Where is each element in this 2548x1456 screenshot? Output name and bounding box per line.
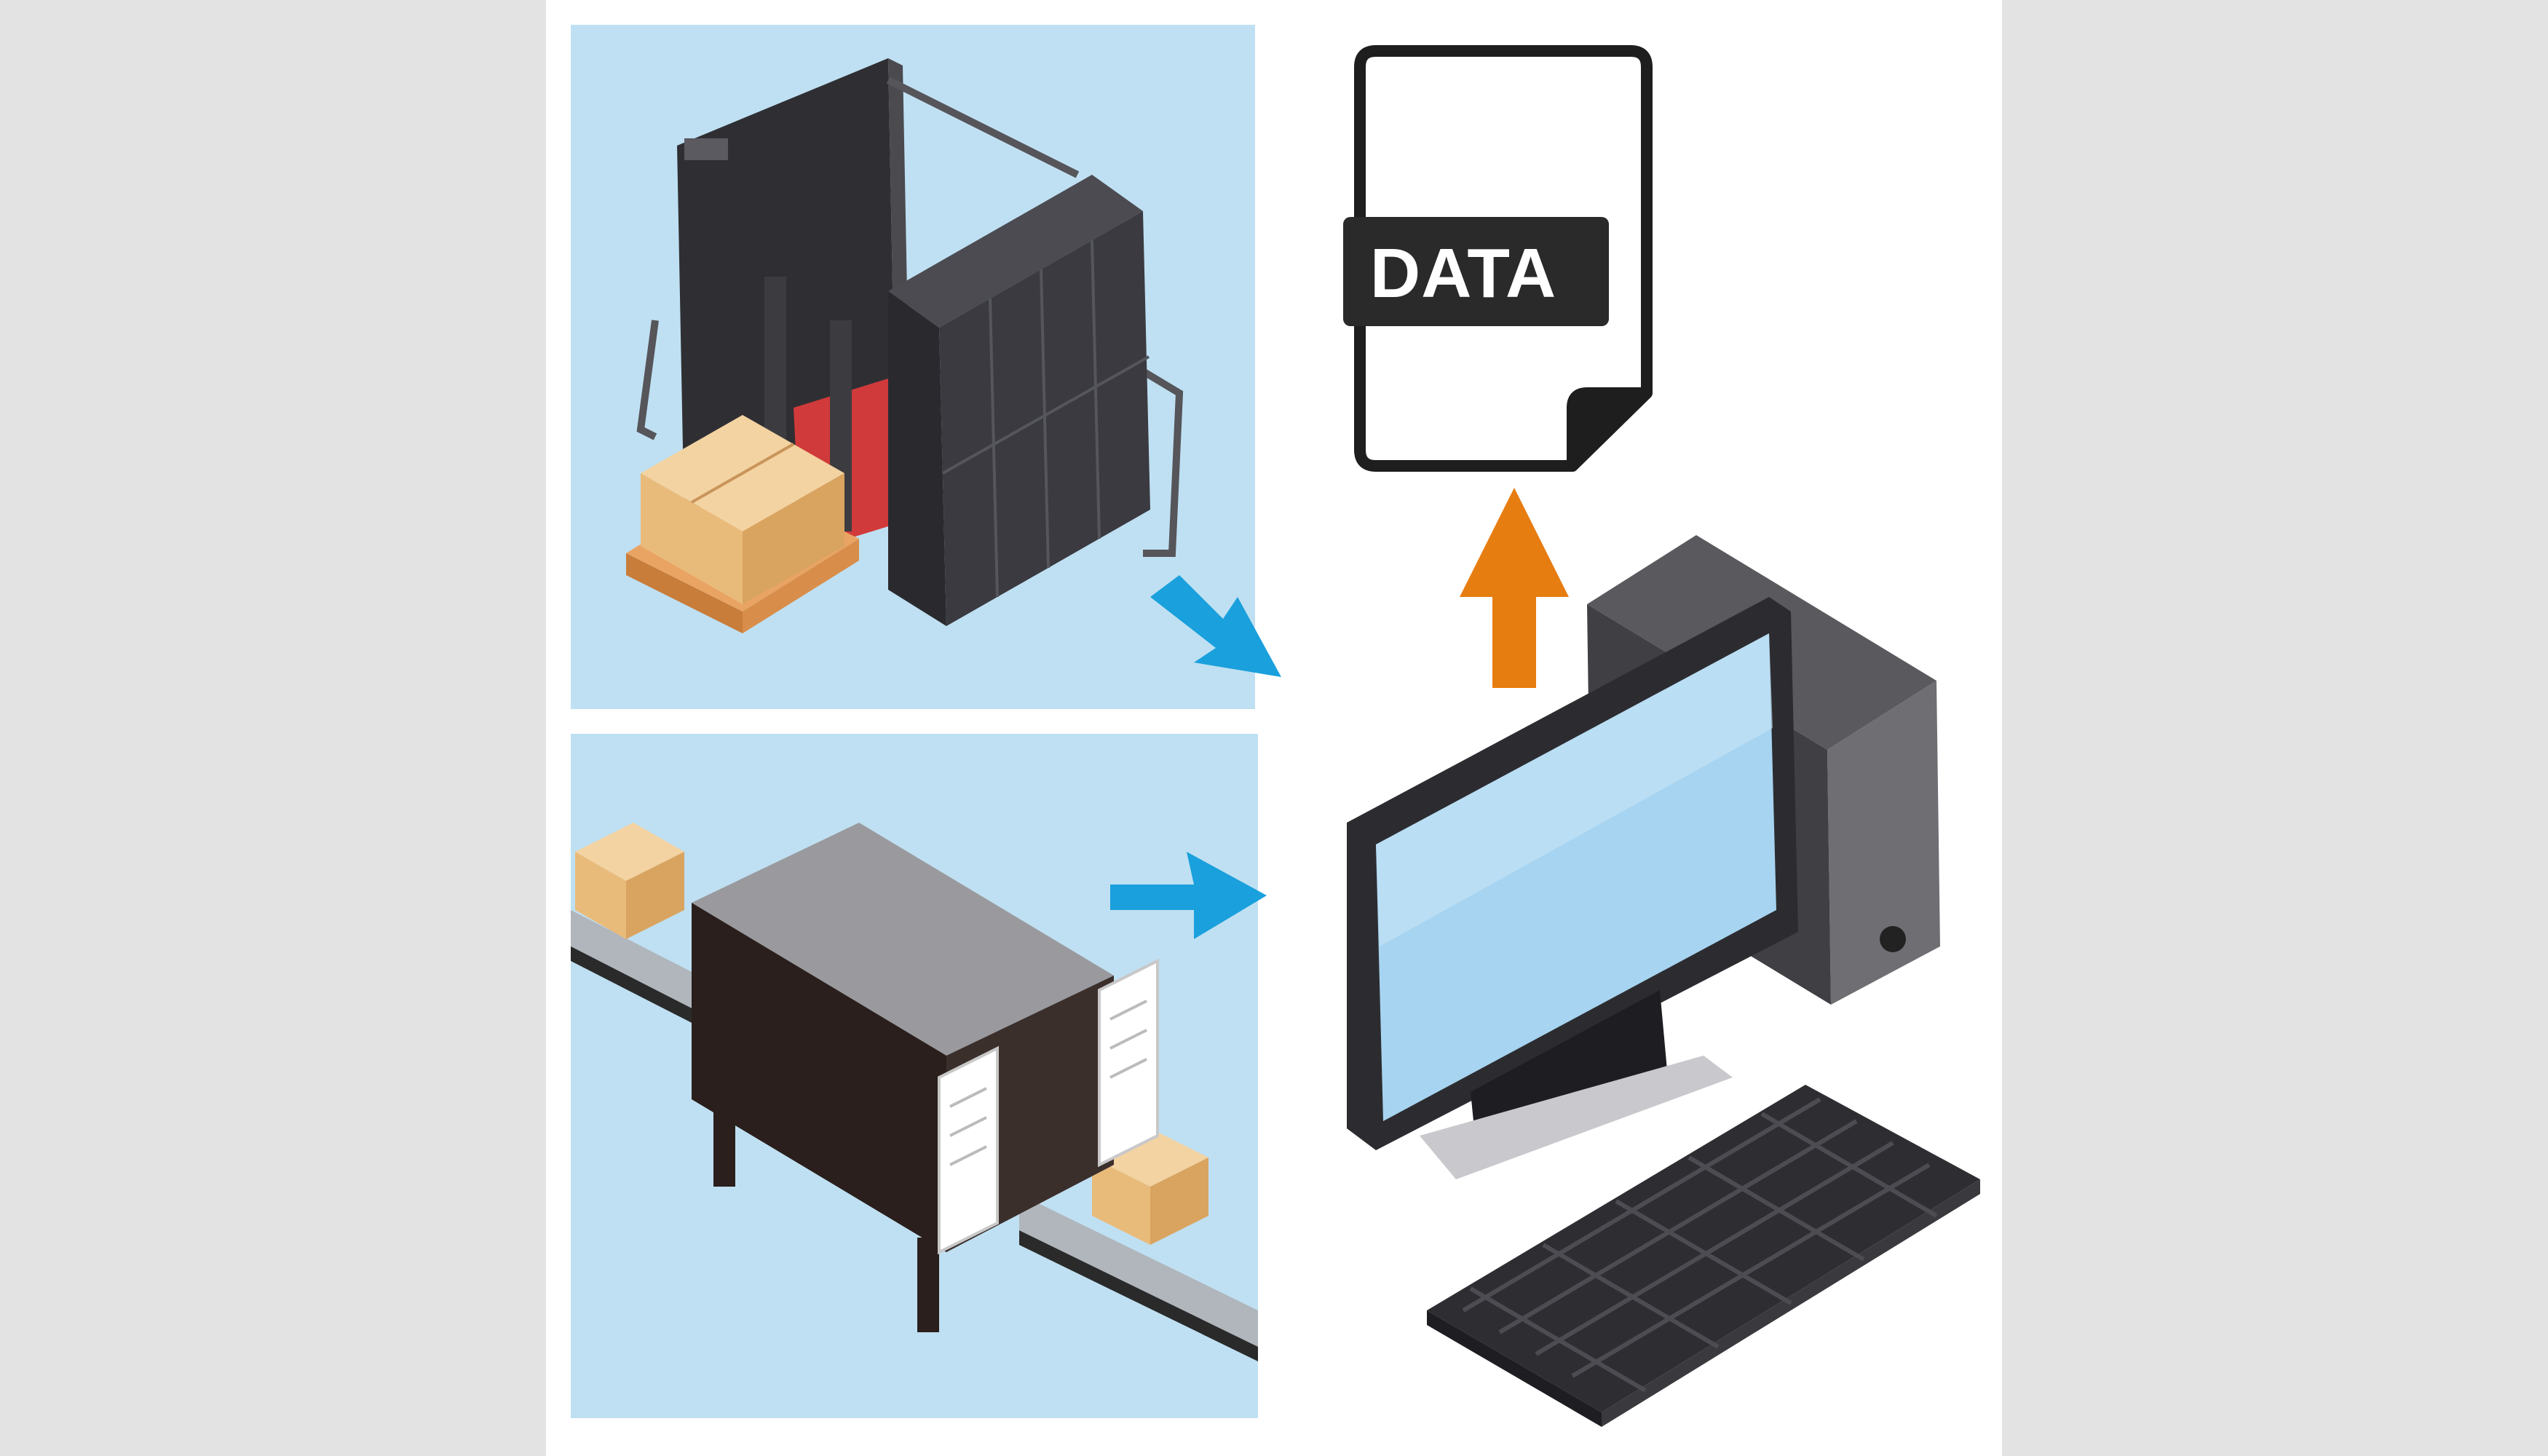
data-label: DATA (1370, 234, 1556, 312)
rfid-tunnel-icon (571, 823, 1258, 1361)
rfid-portal-icon (626, 58, 1184, 633)
arrow-icon (1150, 575, 1281, 677)
computer-icon (1347, 535, 1940, 1179)
document-icon: DATA (1343, 45, 1653, 472)
data-label-bg (1343, 217, 1609, 326)
upload-arrow-icon (1460, 488, 1569, 688)
arrow-icon (1110, 852, 1267, 939)
keyboard-icon (1427, 1085, 1980, 1427)
